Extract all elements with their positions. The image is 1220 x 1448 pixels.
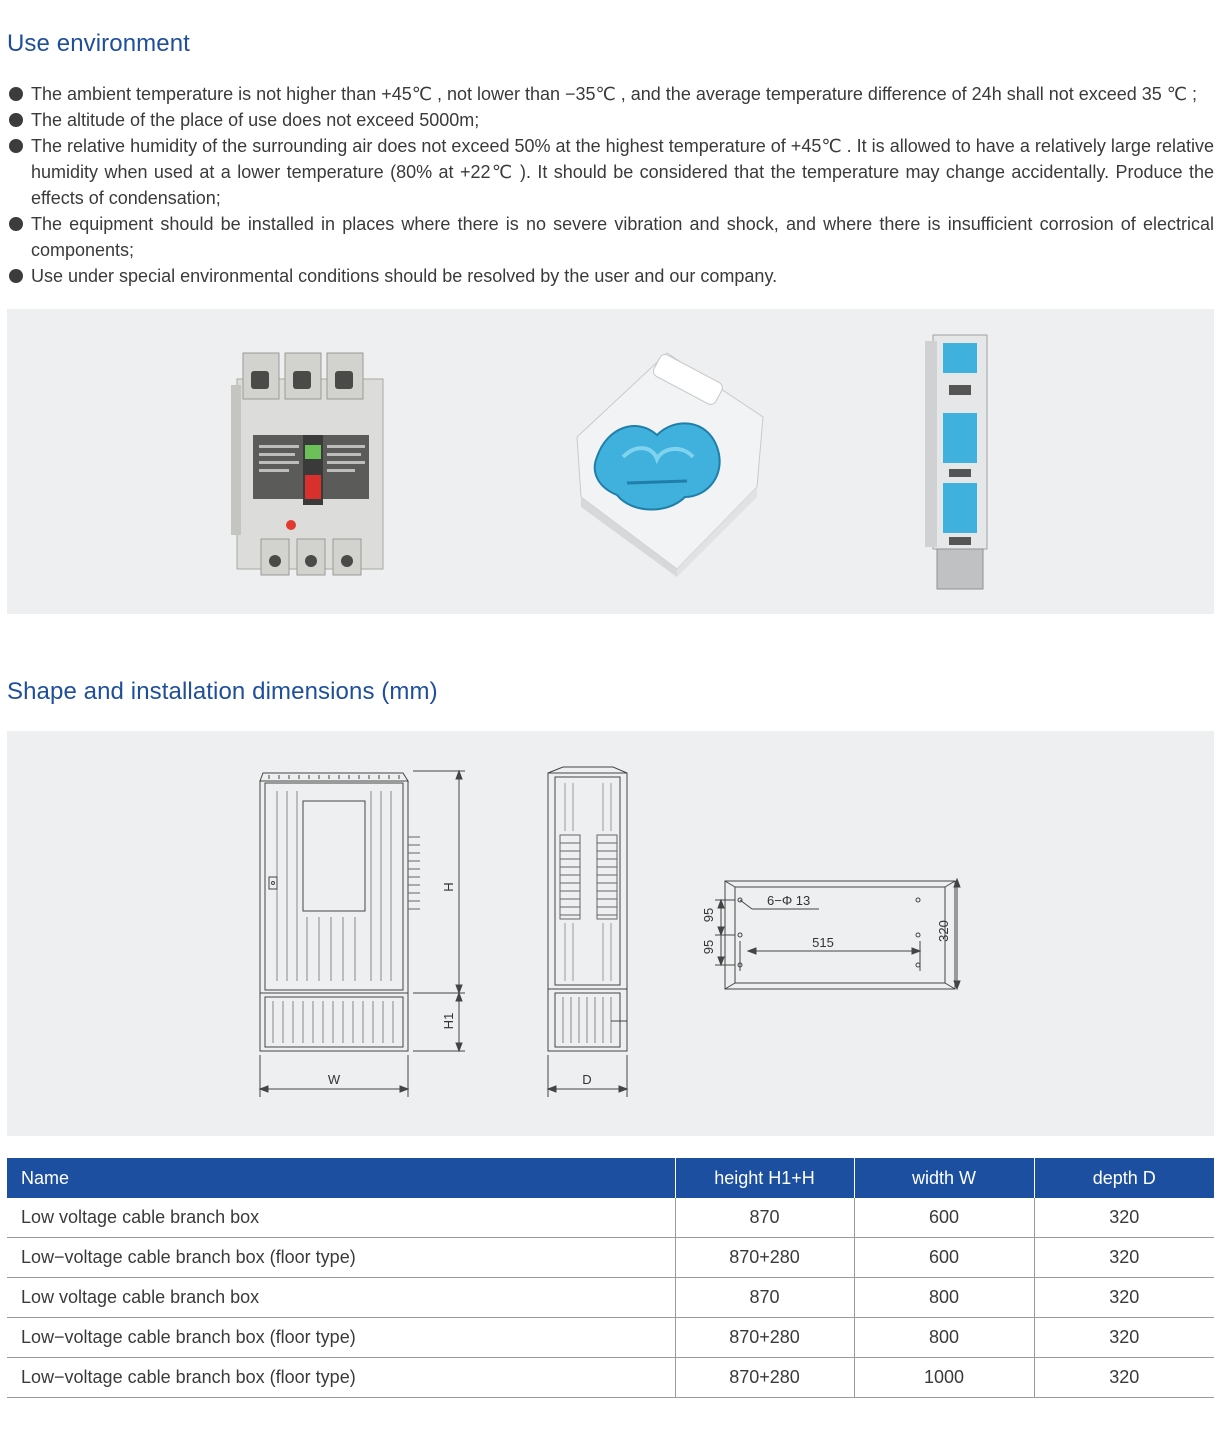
dimension-drawing: H H1 W D 6−Φ 13 515 95 95 320 [7,731,1214,1136]
cell-height: 870+280 [675,1237,855,1278]
dimensions-table: Name height H1+H width W depth D Low vol… [7,1158,1214,1398]
cell-width: 1000 [854,1357,1035,1398]
table-header-row: Name height H1+H width W depth D [7,1158,1214,1198]
side-view [546,766,629,1097]
cell-width: 600 [854,1237,1035,1278]
environment-item-special-conditions: Use under special environmental conditio… [8,263,1214,289]
cell-height: 870+280 [675,1317,855,1358]
cell-height: 870+280 [675,1357,855,1398]
cell-width: 800 [854,1277,1035,1318]
cell-name: Low voltage cable branch box [7,1277,676,1318]
dimensions-title: Shape and installation dimensions (mm) [7,678,438,705]
cell-height: 870 [675,1277,855,1318]
environment-list: The ambient temperature is not higher th… [8,81,1214,289]
cell-name: Low−voltage cable branch box (floor type… [7,1317,676,1358]
front-view [258,769,465,1097]
table-row: Low−voltage cable branch box (floor type… [7,1357,1214,1398]
table-row: Low voltage cable branch box 870 600 320 [7,1198,1214,1238]
cell-name: Low−voltage cable branch box (floor type… [7,1357,676,1398]
cell-depth: 320 [1034,1357,1214,1398]
environment-item-vibration: The equipment should be installed in pla… [8,211,1214,263]
header-width: width W [854,1158,1035,1198]
cell-depth: 320 [1034,1198,1214,1238]
environment-item-temperature: The ambient temperature is not higher th… [8,81,1214,107]
header-name: Name [7,1158,676,1198]
table-row: Low voltage cable branch box 870 800 320 [7,1277,1214,1318]
cell-width: 800 [854,1317,1035,1358]
cell-name: Low−voltage cable branch box (floor type… [7,1237,676,1278]
header-height: height H1+H [675,1158,855,1198]
cell-name: Low voltage cable branch box [7,1198,676,1238]
table-row: Low−voltage cable branch box (floor type… [7,1237,1214,1278]
use-environment-title: Use environment [7,30,190,57]
circuit-breaker-image [231,352,384,576]
cell-width: 600 [854,1198,1035,1238]
environment-item-humidity: The relative humidity of the surrounding… [8,133,1214,211]
fuse-strip-image [925,334,988,590]
cell-depth: 320 [1034,1277,1214,1318]
base-plan-view [715,877,961,991]
cell-depth: 320 [1034,1317,1214,1358]
environment-item-altitude: The altitude of the place of use does no… [8,107,1214,133]
product-photos [7,309,1214,614]
cell-depth: 320 [1034,1237,1214,1278]
fuse-switch-image [576,352,764,577]
table-row: Low−voltage cable branch box (floor type… [7,1317,1214,1358]
header-depth: depth D [1034,1158,1214,1198]
cell-height: 870 [675,1198,855,1238]
